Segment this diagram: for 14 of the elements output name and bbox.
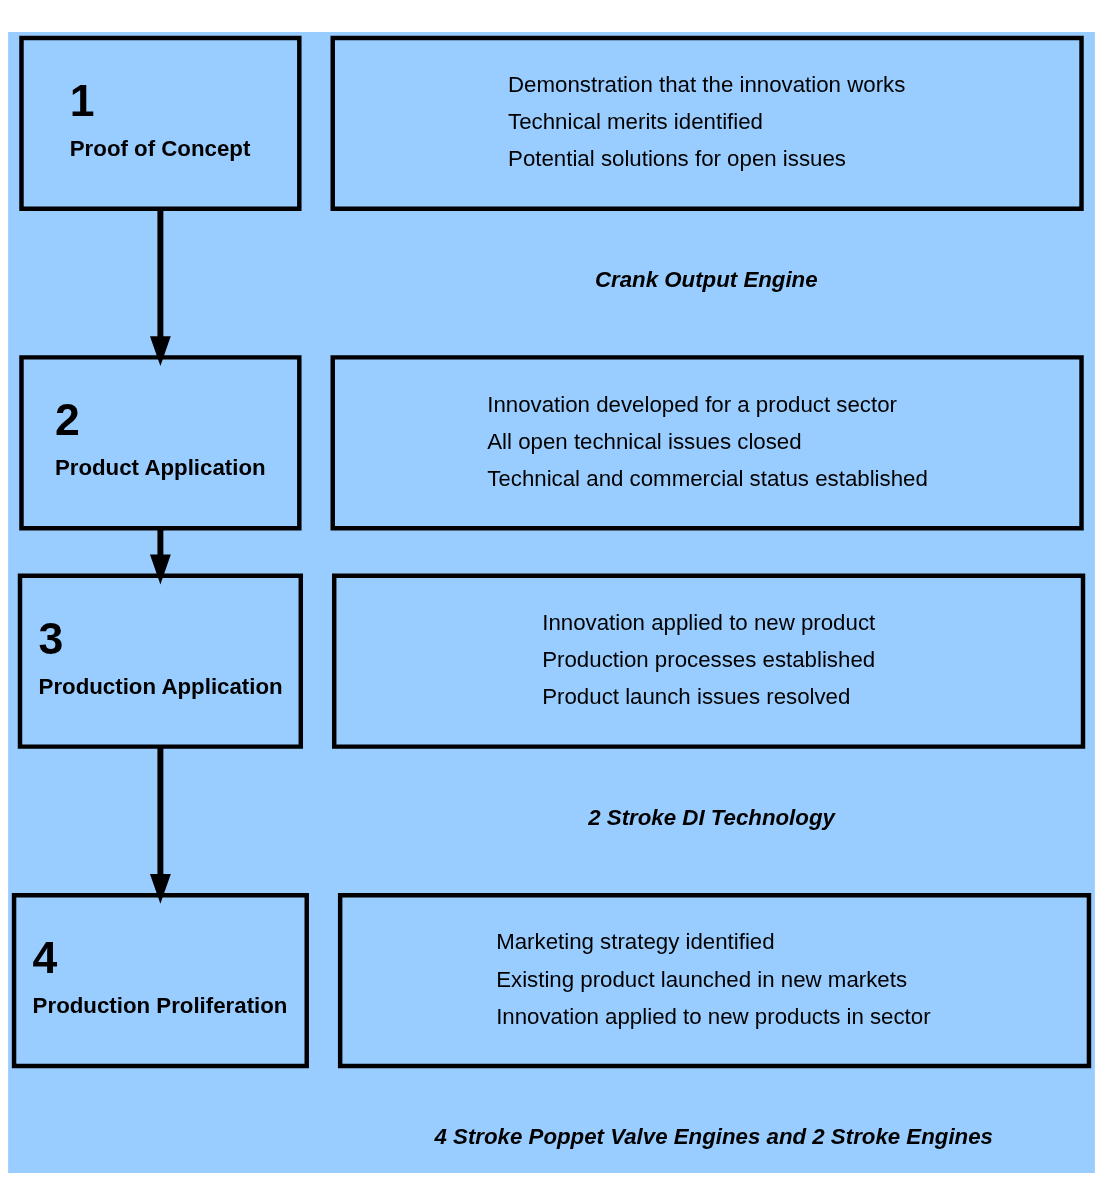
node-box: 1 Proof of Concept (19, 35, 302, 211)
node-box: Demonstration that the innovation works Technical merits identified Potential solutions for open issues (330, 35, 1084, 211)
node-box: Innovation applied to new product Production processes established Product launch issues resolved (332, 573, 1086, 749)
label: Crank Output Engine (594, 266, 818, 292)
arrow (149, 208, 171, 366)
node-box: 2 Product Application (19, 354, 302, 530)
arrow (149, 528, 171, 584)
node-box: 4 Production Proliferation (11, 892, 309, 1068)
label: 2 Stroke DI Technology (588, 804, 835, 830)
label: 4 Stroke Poppet Valve Engines and 2 Stroke Engines (434, 1123, 993, 1149)
arrow (149, 746, 171, 904)
node-box: 3 Production Application (17, 573, 304, 749)
node-box: Marketing strategy identified Existing product launched in new markets Innovation applied to new products in sector (337, 892, 1092, 1068)
node-box: Innovation developed for a product sector All open technical issues closed Technical and commercial status established (330, 354, 1084, 530)
